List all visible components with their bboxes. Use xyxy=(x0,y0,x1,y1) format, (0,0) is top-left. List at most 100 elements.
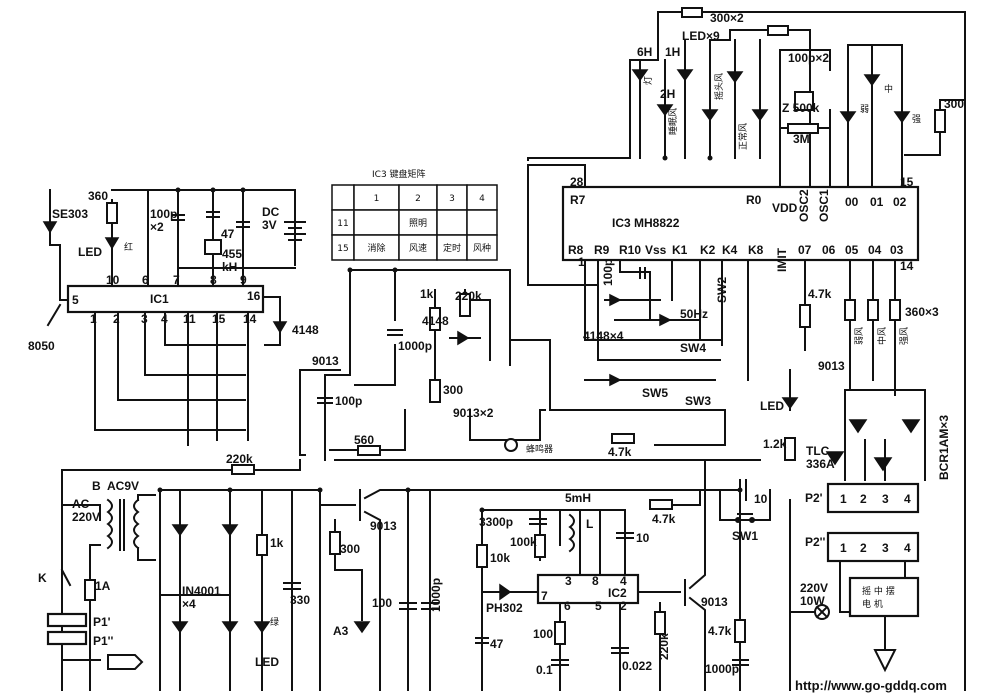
junctions xyxy=(157,155,743,513)
label-l: L xyxy=(586,517,593,531)
ic3-pin-01: 01 xyxy=(870,195,884,209)
label-100p2: 100p×2 xyxy=(150,207,177,234)
matrix-cell-text: 消除 xyxy=(367,242,385,254)
connector-p1a xyxy=(46,612,88,628)
led-bank-labels: 6H 1H LED×9 300×2 2H 灯 睡眠风 摇头风 正常风 100p×… xyxy=(637,11,964,150)
plug-icon xyxy=(873,649,897,673)
ic3-pin-k8: K8 xyxy=(748,243,764,257)
label-mid2: 中 xyxy=(884,83,893,95)
resistor-strong xyxy=(889,299,901,321)
label-sw3: SW3 xyxy=(685,394,711,408)
matrix-cell-text: 照明 xyxy=(409,218,427,229)
middle-wiring xyxy=(61,269,761,475)
transformer-secondary xyxy=(133,498,140,550)
label-4148-mid: 4148 xyxy=(422,314,449,328)
ic1-chip: IC1 5 10 6 7 8 9 16 1 2 3 4 11 15 14 xyxy=(66,273,265,326)
led-bank-wiring xyxy=(527,7,966,691)
triac-1 xyxy=(848,419,868,434)
ic3-pin-r7: R7 xyxy=(570,193,586,207)
switch-matrix xyxy=(584,259,749,387)
label-9013-ic2: 9013 xyxy=(701,595,728,609)
resistor-weak xyxy=(844,299,856,321)
label-sw4: SW4 xyxy=(680,341,706,355)
matrix-cell-text: 4 xyxy=(479,194,485,204)
photo-diode-ph302 xyxy=(499,583,512,601)
ic1-pin-1: 1 xyxy=(90,312,97,326)
resistor-12k xyxy=(784,437,796,461)
matrix-cell xyxy=(466,234,498,261)
led-swing xyxy=(751,109,769,122)
p2a-pin-1: 1 xyxy=(840,492,847,506)
ic3-pin-1: 1 xyxy=(578,255,585,269)
label-47k-right: 4.7k xyxy=(808,287,832,301)
label-3m: 3M xyxy=(793,132,810,146)
led-mid-right xyxy=(781,397,799,410)
watermark: http://www.go-gddq.com xyxy=(795,678,947,693)
label-100-ic2: 100 xyxy=(533,627,553,641)
label-47k-mid: 4.7k xyxy=(608,445,632,459)
resistor-47k-bottom xyxy=(734,619,746,643)
p2b-pin-2: 2 xyxy=(860,541,867,555)
led-2h xyxy=(656,104,674,117)
label-47: 47 xyxy=(221,227,235,241)
label-2h: 2H xyxy=(660,87,675,101)
label-p2b: P2'' xyxy=(805,535,826,549)
label-weak: 弱风 xyxy=(854,327,865,345)
label-bcr: BCR1AM×3 xyxy=(937,415,951,480)
matrix-cell-text: 3 xyxy=(449,194,455,204)
label-47k-ic2: 4.7k xyxy=(652,512,676,526)
resistor-1k-supply xyxy=(256,534,268,556)
rectifier-d4 xyxy=(221,621,239,634)
label-z500k: Z 500k xyxy=(782,101,820,115)
label-4148x4: 4148×4 xyxy=(583,329,624,343)
label-9013-a: 9013 xyxy=(312,354,339,368)
label-6h: 6H xyxy=(637,45,652,59)
label-5mh: 5mH xyxy=(565,491,591,505)
ic3-pin-k4: K4 xyxy=(722,243,738,257)
label-10-b: 10 xyxy=(636,531,650,545)
fuse-1a xyxy=(84,579,96,601)
label-1k-supply: 1k xyxy=(270,536,284,550)
label-buzzer: 蜂鸣器 xyxy=(526,443,553,455)
diode-sw-3 xyxy=(609,373,622,387)
label-strong2: 强 xyxy=(912,114,921,125)
matrix-cell-text: 1 xyxy=(374,194,380,204)
p2a-pin-2: 2 xyxy=(860,492,867,506)
resistor-47k-right xyxy=(799,304,811,328)
ic2-pin-7: 7 xyxy=(541,589,548,603)
ic3-pin-00: 00 xyxy=(845,195,859,209)
ic3-pin-r9: R9 xyxy=(594,243,610,257)
rectifier-d1 xyxy=(171,524,189,537)
matrix-cell xyxy=(436,184,468,211)
ic3-pin-vdd: VDD xyxy=(772,201,798,215)
power-supply xyxy=(46,469,321,691)
label-swing: 摇头风 xyxy=(713,73,725,100)
resistor-top xyxy=(681,7,703,18)
diode-4148-mid xyxy=(457,330,470,346)
ic3-chip: IC3 MH8822 R7 R0 VDD OSC2 OSC1 00 01 02 … xyxy=(561,175,920,273)
resistor-300-reg xyxy=(329,531,341,555)
resistor-1k xyxy=(429,307,441,331)
label-1000p-b: 1000p xyxy=(429,578,443,612)
label-47k-bottom: 4.7k xyxy=(708,624,732,638)
label-led-left: LED xyxy=(78,245,102,259)
ic3-pin-r0: R0 xyxy=(746,193,762,207)
label-1000p-c: 1000p xyxy=(705,662,739,676)
ic1-label: IC1 xyxy=(150,292,169,306)
label-in4001: IN4001×4 xyxy=(182,584,221,611)
rectifier-d2 xyxy=(221,524,239,537)
ic1-pin-15: 15 xyxy=(212,312,226,326)
label-sleep: 睡眠风 xyxy=(667,108,679,135)
middle-labels: 9013 1000p 100p 1k 220k 4148 300 9013×2 … xyxy=(226,287,632,466)
matrix-cell xyxy=(353,209,400,236)
ic2-label: IC2 xyxy=(608,586,627,600)
diode-4148 xyxy=(272,321,288,334)
label-9013-right: 9013 xyxy=(818,359,845,373)
label-se303: SE303 xyxy=(52,207,88,221)
